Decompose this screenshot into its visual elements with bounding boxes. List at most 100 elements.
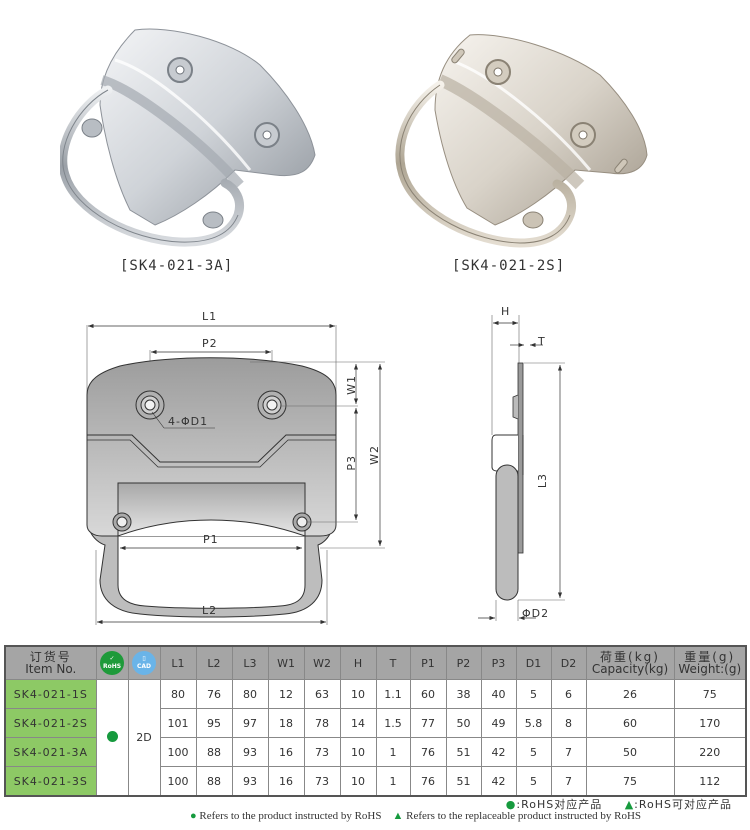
header-d1: D1	[515, 645, 552, 680]
cell-t: 1.1	[375, 679, 411, 709]
table-row: SK4-021-3S 100 88 93 16 73 10 1 76 51 42…	[4, 766, 747, 797]
cell-t: 1	[375, 737, 411, 767]
cell-w1: 18	[267, 708, 305, 738]
cell-l3: 97	[231, 708, 269, 738]
table-row: SK4-021-1S 2D 80 76 80 12 63 10 1.1 60 3…	[4, 679, 747, 797]
dim-label-l1: L1	[202, 310, 218, 323]
dim-label-l2: L2	[202, 604, 218, 617]
front-view-svg	[86, 323, 385, 625]
header-d2: D2	[550, 645, 587, 680]
cell-p3: 42	[480, 737, 517, 767]
chest-handle-photo-steel	[58, 28, 316, 247]
dim-label-w2: W2	[368, 445, 381, 465]
cell-l3: 80	[231, 679, 269, 709]
cell-l1: 101	[159, 708, 197, 738]
header-l3: L3	[231, 645, 269, 680]
table-row: SK4-021-2S 101 95 97 18 78 14 1.5 77 50 …	[4, 708, 747, 738]
dim-label-d1: 4-ΦD1	[168, 415, 209, 428]
cell-p2: 38	[445, 679, 482, 709]
item-number: SK4-021-3S	[4, 766, 97, 797]
spec-table: 订货号 Item No. ✓RoHS ▯CAD L1 L2 L3 W1 W2 H…	[4, 645, 747, 797]
cell-l1: 100	[159, 737, 197, 767]
header-l1: L1	[159, 645, 197, 680]
header-cad: ▯CAD	[127, 645, 161, 680]
cell-w2: 63	[303, 679, 341, 709]
cell-w2: 78	[303, 708, 341, 738]
cell-p1: 77	[409, 708, 447, 738]
item-number: SK4-021-1S	[4, 679, 97, 709]
legend-chinese: ●:RoHS对应产品 ▲:RoHS可对应产品	[505, 798, 732, 811]
header-item-no: 订货号 Item No.	[4, 645, 97, 680]
cell-p1: 76	[409, 766, 447, 797]
header-t: T	[375, 645, 411, 680]
cell-w1: 16	[267, 766, 305, 797]
dim-label-p2: P2	[202, 337, 218, 350]
cad-file-icon: ▯CAD	[132, 651, 156, 675]
dim-label-w1: W1	[345, 375, 358, 395]
cell-p1: 60	[409, 679, 447, 709]
header-p2: P2	[445, 645, 482, 680]
cell-capacity: 50	[585, 737, 675, 767]
cell-t: 1	[375, 766, 411, 797]
rohs-dot-icon: ●	[190, 810, 197, 822]
cell-w2: 73	[303, 737, 341, 767]
cell-l3: 93	[231, 766, 269, 797]
cell-weight: 112	[673, 766, 747, 797]
screw-hole-icon	[135, 390, 165, 420]
header-p1: P1	[409, 645, 447, 680]
cad-format-cell: 2D	[127, 679, 161, 797]
header-h: H	[339, 645, 377, 680]
header-rohs: ✓RoHS	[95, 645, 129, 680]
dim-label-t: T	[538, 335, 546, 348]
cell-d2: 8	[550, 708, 587, 738]
dim-label-p3: P3	[345, 455, 358, 471]
cell-capacity: 75	[585, 766, 675, 797]
cell-p3: 49	[480, 708, 517, 738]
chest-handle-photo-nickel	[395, 34, 648, 248]
cell-capacity: 26	[585, 679, 675, 709]
cell-l2: 88	[195, 737, 233, 767]
header-weight: 重量(g) Weight:(g)	[673, 645, 747, 680]
side-view-drawing: H T L3 ΦD2	[470, 305, 580, 625]
rohs-compliant-dot-icon	[106, 730, 118, 742]
header-capacity: 荷重(kg) Capacity(kg)	[585, 645, 675, 680]
rohs-triangle-icon: ▲	[624, 798, 635, 811]
dim-label-h: H	[501, 305, 511, 318]
cell-l1: 100	[159, 766, 197, 797]
cell-p3: 40	[480, 679, 517, 709]
cell-l2: 88	[195, 766, 233, 797]
cell-weight: 220	[673, 737, 747, 767]
dim-label-p1: P1	[203, 533, 219, 546]
rohs-triangle-icon: ▲	[392, 810, 404, 822]
dim-label-d2: ΦD2	[522, 607, 550, 620]
table-row: SK4-021-3A 100 88 93 16 73 10 1 76 51 42…	[4, 737, 747, 767]
legend-english: ● Refers to the product instructed by Ro…	[190, 810, 642, 822]
cell-l3: 93	[231, 737, 269, 767]
dim-label-l3: L3	[536, 473, 549, 489]
front-view-drawing: L1 P2 4-ΦD1 W1 P3 W2 P1 L2	[80, 300, 400, 630]
cell-h: 10	[339, 766, 377, 797]
cell-w1: 12	[267, 679, 305, 709]
cell-w2: 73	[303, 766, 341, 797]
header-w1: W1	[267, 645, 305, 680]
cell-p2: 51	[445, 737, 482, 767]
cell-weight: 170	[673, 708, 747, 738]
cell-h: 10	[339, 737, 377, 767]
cell-d2: 6	[550, 679, 587, 709]
header-w2: W2	[303, 645, 341, 680]
item-number: SK4-021-3A	[4, 737, 97, 767]
cell-w1: 16	[267, 737, 305, 767]
cell-d1: 5	[515, 737, 552, 767]
cell-p2: 51	[445, 766, 482, 797]
cell-d1: 5	[515, 679, 552, 709]
table-header-row: 订货号 Item No. ✓RoHS ▯CAD L1 L2 L3 W1 W2 H…	[4, 645, 747, 680]
photo-caption-1: [SK4-021-3A]	[120, 258, 234, 274]
product-photo-sk4-021-3a	[58, 10, 340, 250]
cell-d1: 5.8	[515, 708, 552, 738]
cell-p1: 76	[409, 737, 447, 767]
item-number: SK4-021-2S	[4, 708, 97, 738]
cell-h: 10	[339, 679, 377, 709]
cell-l1: 80	[159, 679, 197, 709]
header-p3: P3	[480, 645, 517, 680]
cell-d2: 7	[550, 737, 587, 767]
